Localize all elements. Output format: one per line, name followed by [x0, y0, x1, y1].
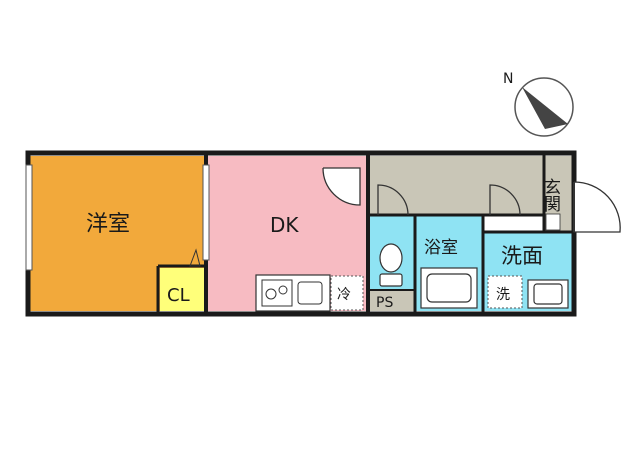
entrance-label: 玄関 [540, 178, 560, 212]
refrigerator-label: 冷 [337, 287, 351, 303]
closet-door-icon [189, 248, 201, 267]
bathroom-label: 浴室 [424, 238, 458, 258]
kitchen-counter [255, 274, 331, 312]
washroom-label: 洗面 [501, 244, 543, 268]
stove-icon [261, 279, 293, 307]
doors [322, 167, 621, 233]
closet-area [160, 268, 206, 311]
pipe-space-area [370, 290, 414, 311]
compass-north-label: N [503, 71, 513, 87]
compass-needle-icon [522, 87, 568, 129]
shoe-storage-icon [545, 213, 561, 231]
windows [25, 164, 210, 271]
dk-label: DK [270, 213, 299, 237]
wash-basin-icon [527, 279, 569, 309]
washing-machine-label: 洗 [496, 287, 510, 303]
closet-label: CL [167, 285, 190, 306]
toilet-icon [379, 243, 403, 287]
hallway-area [370, 156, 543, 214]
bathtub-icon [420, 267, 478, 309]
washing-machine-space [487, 275, 523, 309]
pipe-space-label: PS [376, 295, 393, 311]
western-room-label: 洋室 [86, 212, 130, 237]
sink-icon [297, 281, 323, 305]
refrigerator-space [330, 275, 364, 311]
compass: N [503, 71, 574, 137]
